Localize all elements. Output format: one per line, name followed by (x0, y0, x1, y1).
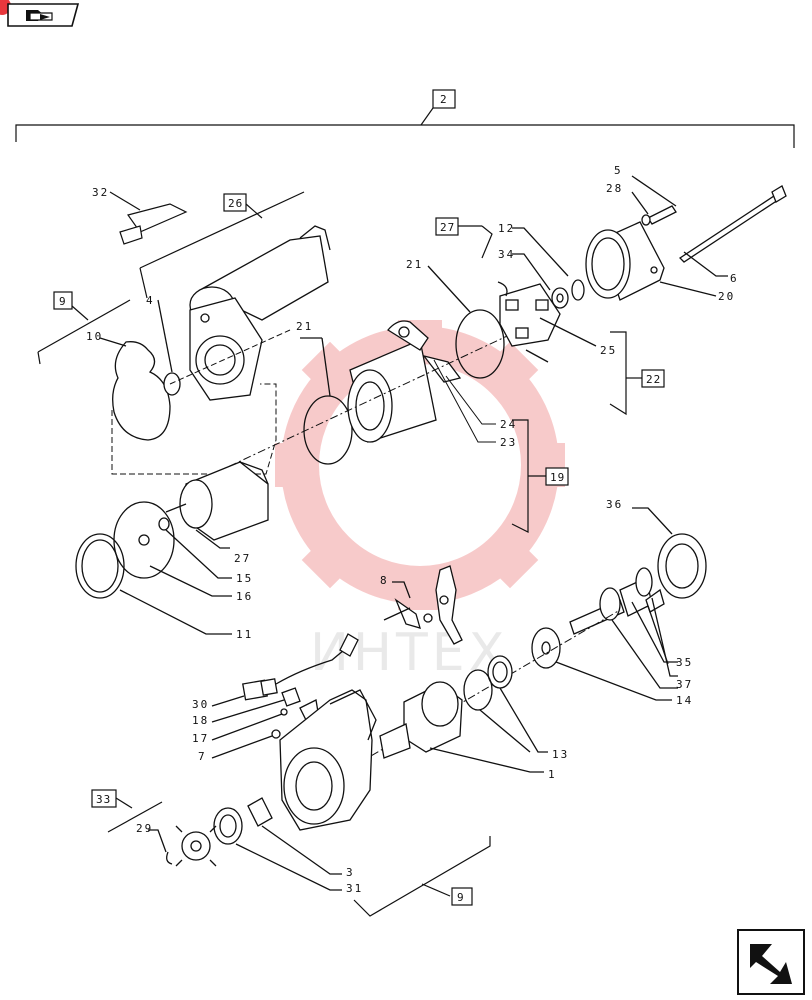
callout-6[interactable]: 6 (730, 272, 739, 285)
callout-13[interactable]: 13 (552, 748, 569, 761)
part-10-gasket (99, 337, 171, 441)
box-label-9-upper[interactable]: 9 (59, 295, 67, 308)
callout-1[interactable]: 1 (548, 768, 557, 781)
part-11-o-ring (75, 533, 232, 635)
part-8-lever (383, 565, 463, 645)
callout-11[interactable]: 11 (236, 628, 253, 641)
part-15-washer (158, 517, 232, 579)
callout-31[interactable]: 31 (346, 882, 363, 895)
callout-10[interactable]: 10 (86, 330, 103, 343)
top-tab[interactable] (0, 0, 80, 27)
watermark-gear-cutout (380, 444, 470, 520)
part-21-o-ring-left (300, 337, 353, 465)
parts-12-34-washers (512, 227, 585, 309)
callout-24[interactable]: 24 (500, 418, 517, 431)
part-6-through-bolt (678, 185, 787, 277)
callout-4[interactable]: 4 (146, 294, 155, 307)
box-label-33[interactable]: 33 (96, 793, 111, 806)
dashed-housing-outline (111, 329, 291, 475)
group-bracket-9-lower (353, 836, 491, 917)
part-20-end-cover (585, 221, 717, 301)
callout-18[interactable]: 18 (192, 714, 209, 727)
parts-3-31-bushing (213, 797, 342, 891)
group-bracket-33 (91, 789, 163, 833)
group-bracket-19 (511, 419, 569, 533)
callout-5[interactable]: 5 (614, 164, 623, 177)
callout-17[interactable]: 17 (192, 732, 209, 745)
next-page-button[interactable] (737, 929, 805, 995)
callout-14[interactable]: 14 (676, 694, 693, 707)
group-bracket-27-top (435, 217, 493, 259)
next-page-arrow-icon (750, 944, 792, 984)
part-36-bearing (632, 507, 707, 599)
part-26-solenoid (189, 225, 331, 401)
callout-21-right[interactable]: 21 (406, 258, 423, 271)
callout-21-left[interactable]: 21 (296, 320, 313, 333)
part-27-armature (165, 461, 269, 549)
book-arrow-icon (26, 10, 53, 21)
callout-8[interactable]: 8 (380, 574, 389, 587)
callout-23[interactable]: 23 (500, 436, 517, 449)
part-29-pinion-gear (148, 825, 217, 867)
part-19-field-frame (347, 320, 462, 443)
box-label-2[interactable]: 2 (440, 93, 448, 106)
group-bracket-2 (15, 89, 795, 148)
callout-37[interactable]: 37 (676, 678, 693, 691)
callout-12[interactable]: 12 (498, 222, 515, 235)
group-bracket-22 (609, 331, 665, 416)
callout-16[interactable]: 16 (236, 590, 253, 603)
callout-28[interactable]: 28 (606, 182, 623, 195)
leaders-24-23 (433, 359, 496, 443)
part-9-drive-housing (279, 689, 377, 831)
parts-18-17-7 (211, 687, 319, 759)
callout-20[interactable]: 20 (718, 290, 735, 303)
part-25-brush-holder (497, 281, 597, 363)
part-4-ring (157, 299, 181, 396)
part-32-grease-tube (109, 191, 188, 245)
box-label-19[interactable]: 19 (550, 471, 565, 484)
watermark-text: ИНТЕХ (310, 623, 508, 683)
box-label-9-lower[interactable]: 9 (457, 891, 465, 904)
callout-7[interactable]: 7 (198, 750, 207, 763)
callout-29[interactable]: 29 (136, 822, 153, 835)
callout-27-armature[interactable]: 27 (234, 552, 251, 565)
callout-35[interactable]: 35 (676, 656, 693, 669)
parts-5-28-screw (631, 175, 677, 226)
callout-30[interactable]: 30 (192, 698, 209, 711)
part-21-o-ring-right (427, 265, 505, 379)
box-label-27[interactable]: 27 (440, 221, 455, 234)
axis-line-upper (199, 329, 521, 481)
parts-13-rings (463, 655, 548, 753)
parts-35-37-shaft (569, 567, 678, 689)
box-label-22[interactable]: 22 (646, 373, 661, 386)
callout-3[interactable]: 3 (346, 866, 355, 879)
callout-25[interactable]: 25 (600, 344, 617, 357)
group-bracket-9-upper (37, 291, 131, 365)
callout-34[interactable]: 34 (498, 248, 515, 261)
group-bracket-26 (139, 191, 305, 299)
part-1-pinion-drive (379, 681, 544, 773)
callout-32[interactable]: 32 (92, 186, 109, 199)
part-30-cable (211, 633, 359, 707)
callout-36[interactable]: 36 (606, 498, 623, 511)
callout-15[interactable]: 15 (236, 572, 253, 585)
box-label-26[interactable]: 26 (228, 197, 243, 210)
